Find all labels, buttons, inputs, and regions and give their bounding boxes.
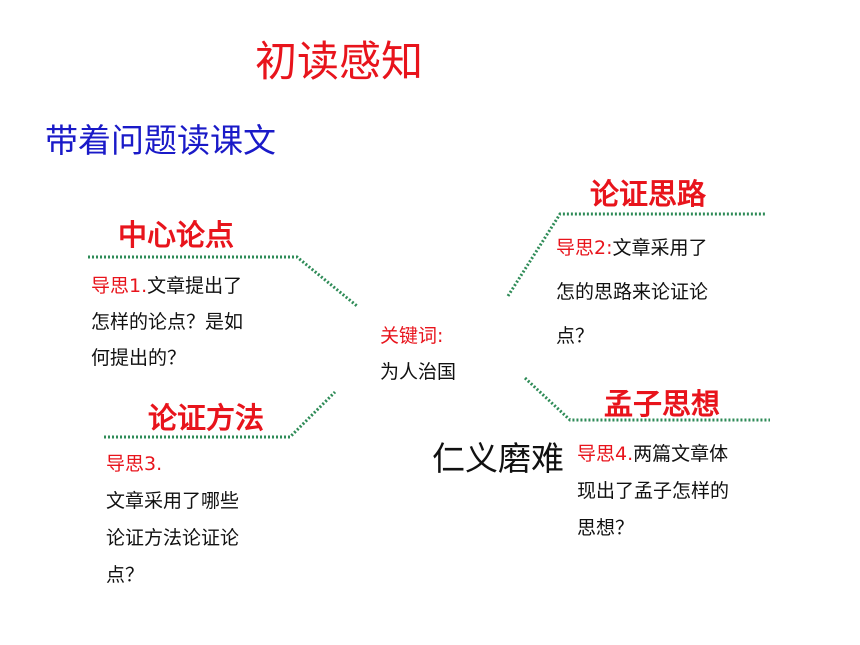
branch-line-mencius [523, 376, 770, 422]
question-line: 导思4.两篇文章体 [577, 443, 729, 465]
branch-line-central [88, 255, 358, 308]
keyword-label: 关键词: [380, 325, 444, 347]
question-label: 导思2: [556, 237, 613, 259]
heading-mencius-thought: 孟子思想 [604, 387, 721, 421]
question-line: 点？ [556, 325, 595, 347]
question-central: 导思1.文章提出了 怎样的论点？是如 何提出的？ [91, 268, 243, 376]
page-subtitle: 带着问题读课文 [45, 121, 276, 160]
question-label: 导思1. [91, 275, 148, 297]
question-methods: 导思3. 文章采用了哪些 论证方法论证论 点？ [106, 446, 239, 594]
branch-line-methods [104, 390, 337, 439]
question-line: 文章采用了哪些 [106, 490, 240, 512]
keyword-big: 仁义磨难 [432, 439, 564, 478]
question-line: 点？ [106, 564, 145, 586]
heading-central-argument: 中心论点 [118, 218, 235, 252]
question-line: 论证方法论证论 [106, 527, 240, 549]
branch-line-reasoning [506, 212, 765, 297]
question-mencius: 导思4.两篇文章体 现出了孟子怎样的 思想？ [577, 436, 729, 547]
center-keyword: 关键词: 为人治国 [380, 318, 456, 390]
question-line: 导思1.文章提出了 [91, 275, 243, 297]
question-label: 导思3. [106, 453, 163, 475]
keyword-text: 为人治国 [380, 361, 457, 383]
heading-argument-reasoning: 论证思路 [590, 177, 707, 211]
question-line: 何提出的？ [91, 347, 187, 369]
question-line: 思想？ [577, 517, 635, 539]
question-line: 现出了孟子怎样的 [577, 480, 730, 502]
question-reasoning: 导思2:文章采用了 怎的思路来论证论 点？ [556, 226, 708, 358]
heading-argument-methods: 论证方法 [148, 401, 265, 435]
question-line: 怎样的论点？是如 [91, 311, 244, 333]
question-line: 导思2:文章采用了 [556, 237, 708, 259]
question-line: 怎的思路来论证论 [556, 281, 709, 303]
page-title: 初读感知 [255, 37, 424, 86]
question-label: 导思4. [577, 443, 634, 465]
